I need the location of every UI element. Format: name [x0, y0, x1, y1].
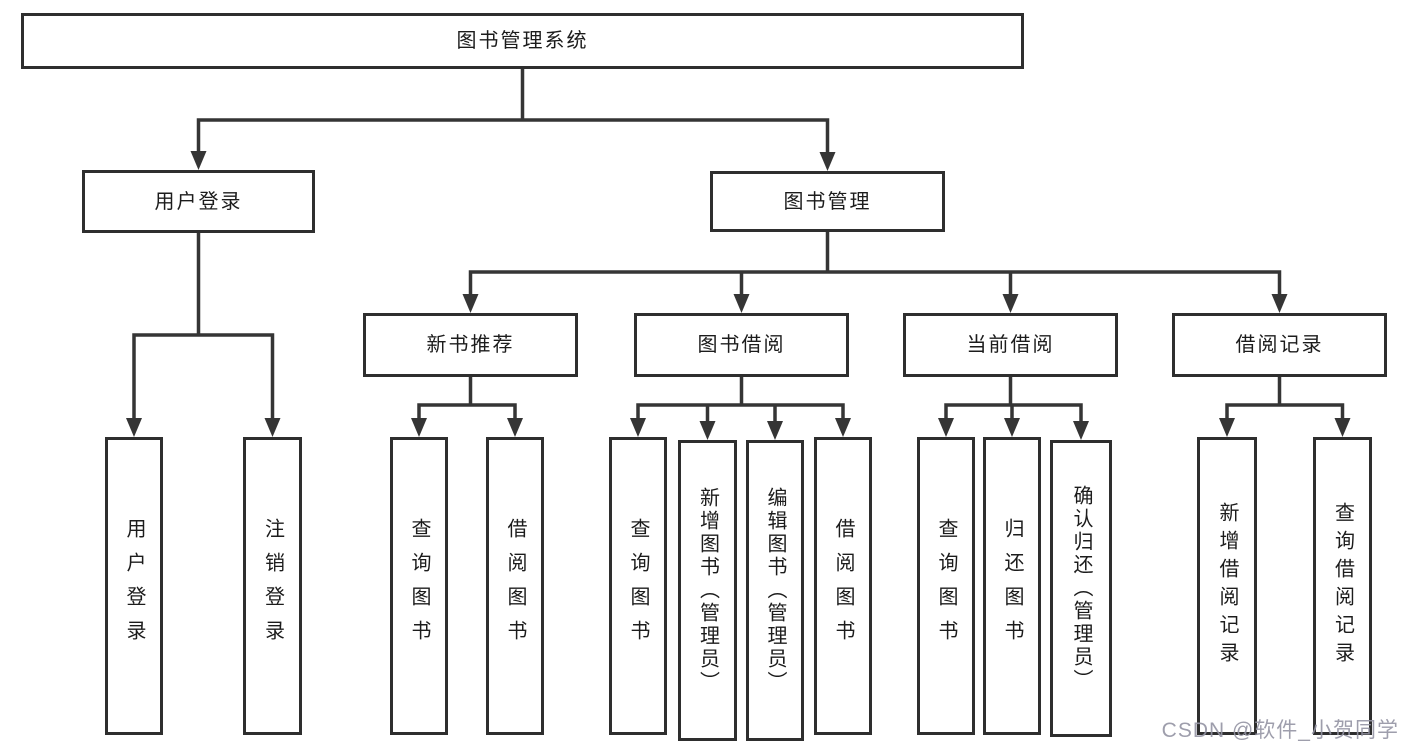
leaf-return-books-label: 归还图书	[1001, 518, 1023, 654]
leaf-add-borrow-record: 新增借阅记录	[1197, 437, 1257, 735]
node-book-borrowing: 图书借阅	[634, 313, 849, 377]
leaf-borrow-books-2-label: 借阅图书	[832, 518, 854, 654]
node-book-management-label: 图书管理	[783, 190, 872, 213]
node-current-borrowing: 当前借阅	[903, 313, 1118, 377]
csdn-watermark: CSDN @软件_小贺同学	[1161, 719, 1399, 742]
leaf-return-books: 归还图书	[983, 437, 1041, 735]
leaf-query-borrow-record-label: 查询借阅记录	[1331, 502, 1354, 670]
node-user-login: 用户登录	[82, 170, 315, 233]
leaf-user-login-label: 用户登录	[123, 518, 145, 654]
node-root-label: 图书管理系统	[456, 30, 589, 52]
leaf-add-books-admin-label: 新增图书（管理员）	[696, 487, 719, 694]
leaf-query-books-3: 查询图书	[917, 437, 975, 735]
node-root: 图书管理系统	[21, 13, 1024, 69]
node-new-book-recommendation: 新书推荐	[363, 313, 578, 377]
leaf-user-login: 用户登录	[105, 437, 163, 735]
leaf-add-borrow-record-label: 新增借阅记录	[1216, 502, 1238, 670]
leaf-query-books-1: 查询图书	[390, 437, 448, 735]
leaf-query-books-3-label: 查询图书	[935, 518, 957, 654]
node-borrowing-records-label: 借阅记录	[1235, 334, 1324, 356]
leaf-query-borrow-record: 查询借阅记录	[1313, 437, 1372, 735]
leaf-edit-books-admin: 编辑图书（管理员）	[746, 440, 804, 741]
leaf-confirm-return-admin: 确认归还（管理员）	[1050, 440, 1112, 737]
leaf-borrow-books-1-label: 借阅图书	[504, 518, 526, 654]
leaf-borrow-books-1: 借阅图书	[486, 437, 544, 735]
node-book-management: 图书管理	[710, 171, 945, 232]
leaf-logout: 注销登录	[243, 437, 302, 735]
node-user-login-label: 用户登录	[154, 190, 243, 213]
leaf-query-books-1-label: 查询图书	[408, 518, 430, 654]
leaf-confirm-return-admin-label: 确认归还（管理员）	[1070, 485, 1092, 692]
leaf-borrow-books-2: 借阅图书	[814, 437, 872, 735]
leaf-add-books-admin: 新增图书（管理员）	[678, 440, 737, 741]
leaf-logout-label: 注销登录	[261, 518, 284, 654]
node-current-borrowing-label: 当前借阅	[966, 334, 1055, 356]
leaf-query-books-2: 查询图书	[609, 437, 667, 735]
leaf-query-books-2-label: 查询图书	[627, 518, 649, 654]
node-new-book-recommendation-label: 新书推荐	[426, 334, 515, 356]
node-borrowing-records: 借阅记录	[1172, 313, 1387, 377]
node-book-borrowing-label: 图书借阅	[697, 334, 786, 356]
leaf-edit-books-admin-label: 编辑图书（管理员）	[764, 487, 786, 694]
